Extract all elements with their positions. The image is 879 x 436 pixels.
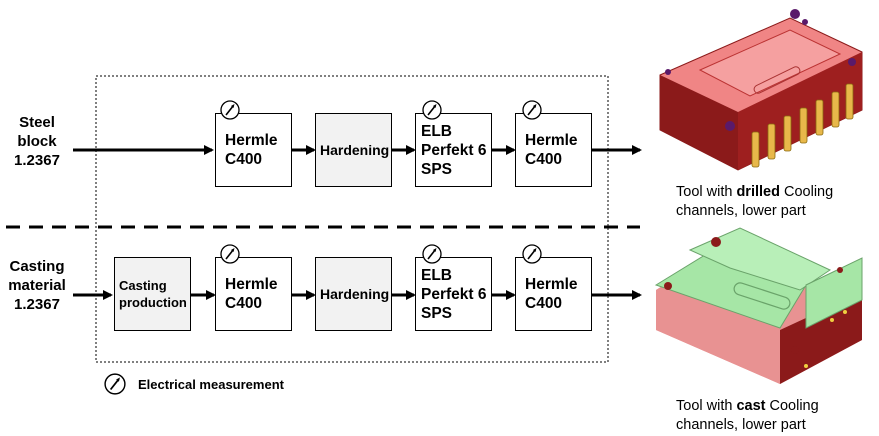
gauge-icon <box>522 100 542 120</box>
caption-line-1: Tool with drilled Cooling <box>676 183 876 202</box>
caption-text: Cooling <box>779 184 834 200</box>
caption-bold: drilled <box>736 184 780 200</box>
box-text: Hermle <box>525 132 578 149</box>
caption-text: Tool with <box>676 398 737 414</box>
box-text: Casting <box>119 278 167 293</box>
caption-bold: cast <box>736 398 766 414</box>
label-line: Steel block <box>17 114 57 150</box>
hermle-c400-box: Hermle C400 <box>215 113 292 187</box>
hardening-box: Hardening <box>315 257 392 331</box>
caption-line-2: channels, lower part <box>676 417 806 433</box>
box-text: C400 <box>225 151 263 168</box>
casting-material-label: Casting material 1.2367 <box>0 257 74 314</box>
gauge-icon <box>220 244 240 264</box>
caption-text: Tool with <box>676 184 737 200</box>
box-text: Hardening <box>320 141 390 158</box>
hermle-c400-box: Hermle C400 <box>515 257 592 331</box>
label-line: material <box>8 277 66 294</box>
label-line: 1.2367 <box>14 152 60 169</box>
process-frame <box>95 75 609 363</box>
cast-tool-caption: Tool with cast Cooling channels, lower p… <box>676 397 876 435</box>
box-text: C400 <box>525 295 563 312</box>
box-text: C400 <box>525 151 563 168</box>
box-text: production <box>119 295 187 310</box>
drilled-tool-caption: Tool with drilled Cooling channels, lowe… <box>676 183 876 221</box>
gauge-icon <box>104 373 126 395</box>
elb-perfekt-box: ELB Perfekt 6 SPS <box>415 113 492 187</box>
box-text: SPS <box>421 160 453 178</box>
steel-block-label: Steel block 1.2367 <box>0 113 74 170</box>
gauge-icon <box>522 244 542 264</box>
drilled-tool-image <box>659 9 863 171</box>
box-text: ELB <box>421 122 452 140</box>
elb-perfekt-box: ELB Perfekt 6 SPS <box>415 257 492 331</box>
label-line: 1.2367 <box>14 296 60 313</box>
hardening-box: Hardening <box>315 113 392 187</box>
box-text: SPS <box>421 304 453 322</box>
box-text: Perfekt 6 <box>421 141 487 159</box>
box-text: Hermle <box>225 132 278 149</box>
box-text: Hardening <box>320 285 390 302</box>
gauge-icon <box>422 244 442 264</box>
hermle-c400-box: Hermle C400 <box>215 257 292 331</box>
legend-label: Electrical measurement <box>138 377 284 392</box>
box-text: Perfekt 6 <box>421 285 487 303</box>
label-line: Casting <box>9 258 65 275</box>
box-text: ELB <box>421 266 452 284</box>
hermle-c400-box: Hermle C400 <box>515 113 592 187</box>
caption-line-1: Tool with cast Cooling <box>676 397 876 416</box>
gauge-icon <box>422 100 442 120</box>
box-text: Hermle <box>525 276 578 293</box>
caption-text: Cooling <box>765 398 819 414</box>
box-text: C400 <box>225 295 263 312</box>
box-text: Hermle <box>225 276 278 293</box>
gauge-icon <box>220 100 240 120</box>
cast-tool-image <box>654 227 863 384</box>
caption-line-2: channels, lower part <box>676 203 806 219</box>
casting-production-box: Casting production <box>114 257 191 331</box>
